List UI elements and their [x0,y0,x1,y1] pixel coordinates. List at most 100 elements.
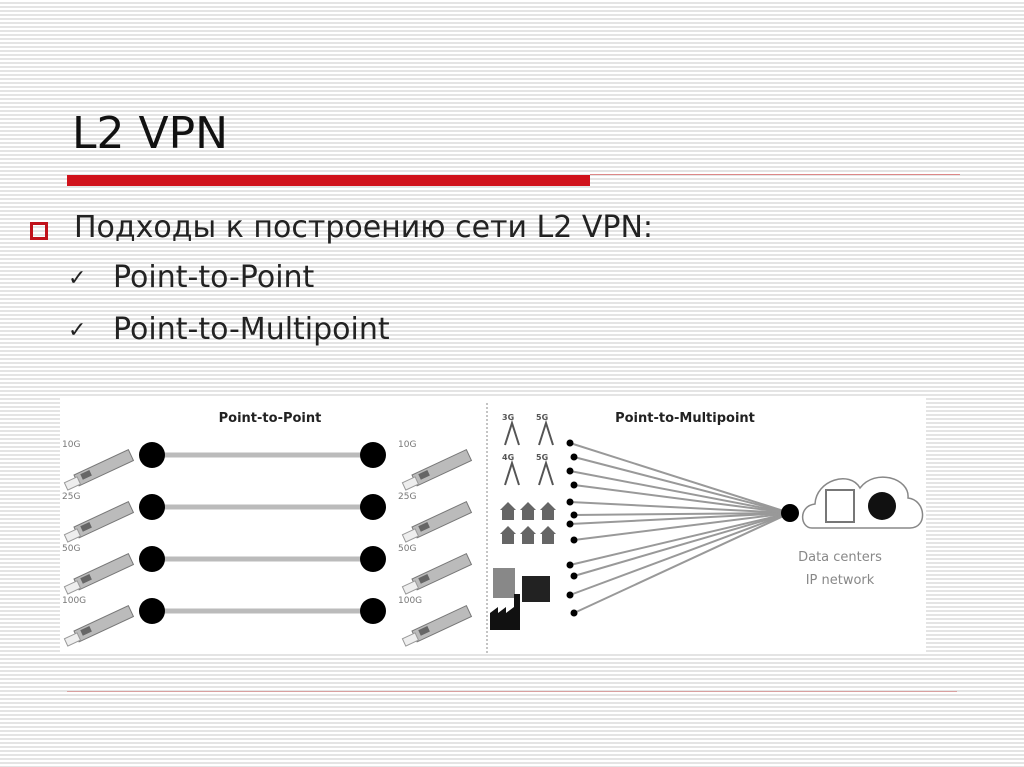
p2mp-endpoint [566,498,574,506]
p2mp-link [573,512,791,516]
transceiver-body [73,604,135,643]
transceiver-port [418,574,430,584]
p2mp-link [569,501,791,514]
transceiver-icon [63,552,135,595]
p2mp-endpoint [570,536,578,544]
p2p-title: Point-to-Point [219,411,322,426]
p2p-endpoint-left [139,442,165,468]
p2mp-link [569,512,791,596]
p2mp-endpoint [566,520,574,528]
transceiver-icon [401,448,473,491]
p2p-endpoint-left [139,546,165,572]
p2mp-hub [781,504,799,522]
transceiver-body [411,500,473,539]
p2mp-title: Point-to-Multipoint [615,411,755,426]
slide-title: L2 VPN [72,108,229,159]
transceiver-icon [63,604,135,647]
transceiver-port [80,522,92,532]
p2mp-endpoint [570,511,578,519]
transceiver-body [73,500,135,539]
p2mp-endpoint [566,467,574,475]
transceiver-port [418,522,430,532]
transceiver-body [411,448,473,487]
p2mp-link [573,484,791,514]
checkmark-icon: ✓ [68,266,87,291]
checkmark-icon: ✓ [68,318,87,343]
transceiver-port [80,470,92,480]
p2mp-endpoint [570,481,578,489]
p2p-endpoint-right [360,442,386,468]
p2mp-link [573,456,791,514]
p2mp-endpoint [570,453,578,461]
transceiver-port [80,626,92,636]
tower-label: 5G [536,413,548,422]
p2p-endpoint-right [360,598,386,624]
speed-label-right: 25G [398,492,416,502]
p2mp-endpoint [570,572,578,580]
transceiver-body [411,552,473,591]
building-icon [493,568,515,598]
sub-item-point-to-multipoint: Point-to-Multipoint [113,312,390,347]
house-icon [500,502,516,520]
p2mp-endpoint [566,439,574,447]
transceiver-port [80,574,92,584]
office-building-icon [522,576,550,602]
destination-line-1: Data centers [798,550,882,565]
p2mp-link [573,512,791,541]
transceiver-latch [401,476,420,491]
transceiver-body [73,448,135,487]
speed-label-left: 50G [62,544,80,554]
p2mp-link [569,512,791,566]
p2mp-endpoint [566,561,574,569]
house-icon [520,526,536,544]
transceiver-icon [63,500,135,543]
transceiver-icon [401,500,473,543]
cell-tower-icon [504,459,520,486]
p2mp-link [573,512,791,577]
speed-label-left: 10G [62,440,80,450]
p2p-endpoint-left [139,494,165,520]
p2mp-link [569,512,791,525]
p2mp-endpoint [570,609,578,617]
cloud-icon [801,476,924,529]
cell-tower-icon [504,419,520,446]
transceiver-port [418,626,430,636]
speed-label-left: 25G [62,492,80,502]
p2p-endpoint-left [139,598,165,624]
p2mp-link [569,470,791,514]
globe-icon [868,492,896,520]
footer-line [67,691,957,692]
factory-icon [490,594,520,630]
transceiver-latch [63,528,82,543]
speed-label-left: 100G [62,596,86,606]
transceiver-latch [63,580,82,595]
tower-label: 3G [502,413,514,422]
transceiver-latch [401,632,420,647]
cell-tower-icon [538,419,554,446]
transceiver-body [411,604,473,643]
destination-line-2: IP network [806,573,875,588]
house-icon [500,526,516,544]
p2mp-endpoint [566,591,574,599]
transceiver-body [73,552,135,591]
server-icon [825,489,855,523]
p2mp-group: 3G 5G 4G 5G [490,413,924,630]
title-underline-line [590,174,960,175]
sub-item-point-to-point: Point-to-Point [113,260,315,295]
house-icon [540,526,556,544]
tower-label: 5G [536,453,548,462]
speed-label-right: 50G [398,544,416,554]
house-icon [520,502,536,520]
p2mp-link [573,512,791,614]
bullet-text: Подходы к построению сети L2 VPN: [74,210,654,245]
p2p-endpoint-right [360,546,386,572]
transceiver-latch [63,632,82,647]
transceiver-latch [401,528,420,543]
hollow-square-bullet-icon [30,222,48,240]
tower-label: 4G [502,453,514,462]
transceiver-port [418,470,430,480]
transceiver-latch [401,580,420,595]
